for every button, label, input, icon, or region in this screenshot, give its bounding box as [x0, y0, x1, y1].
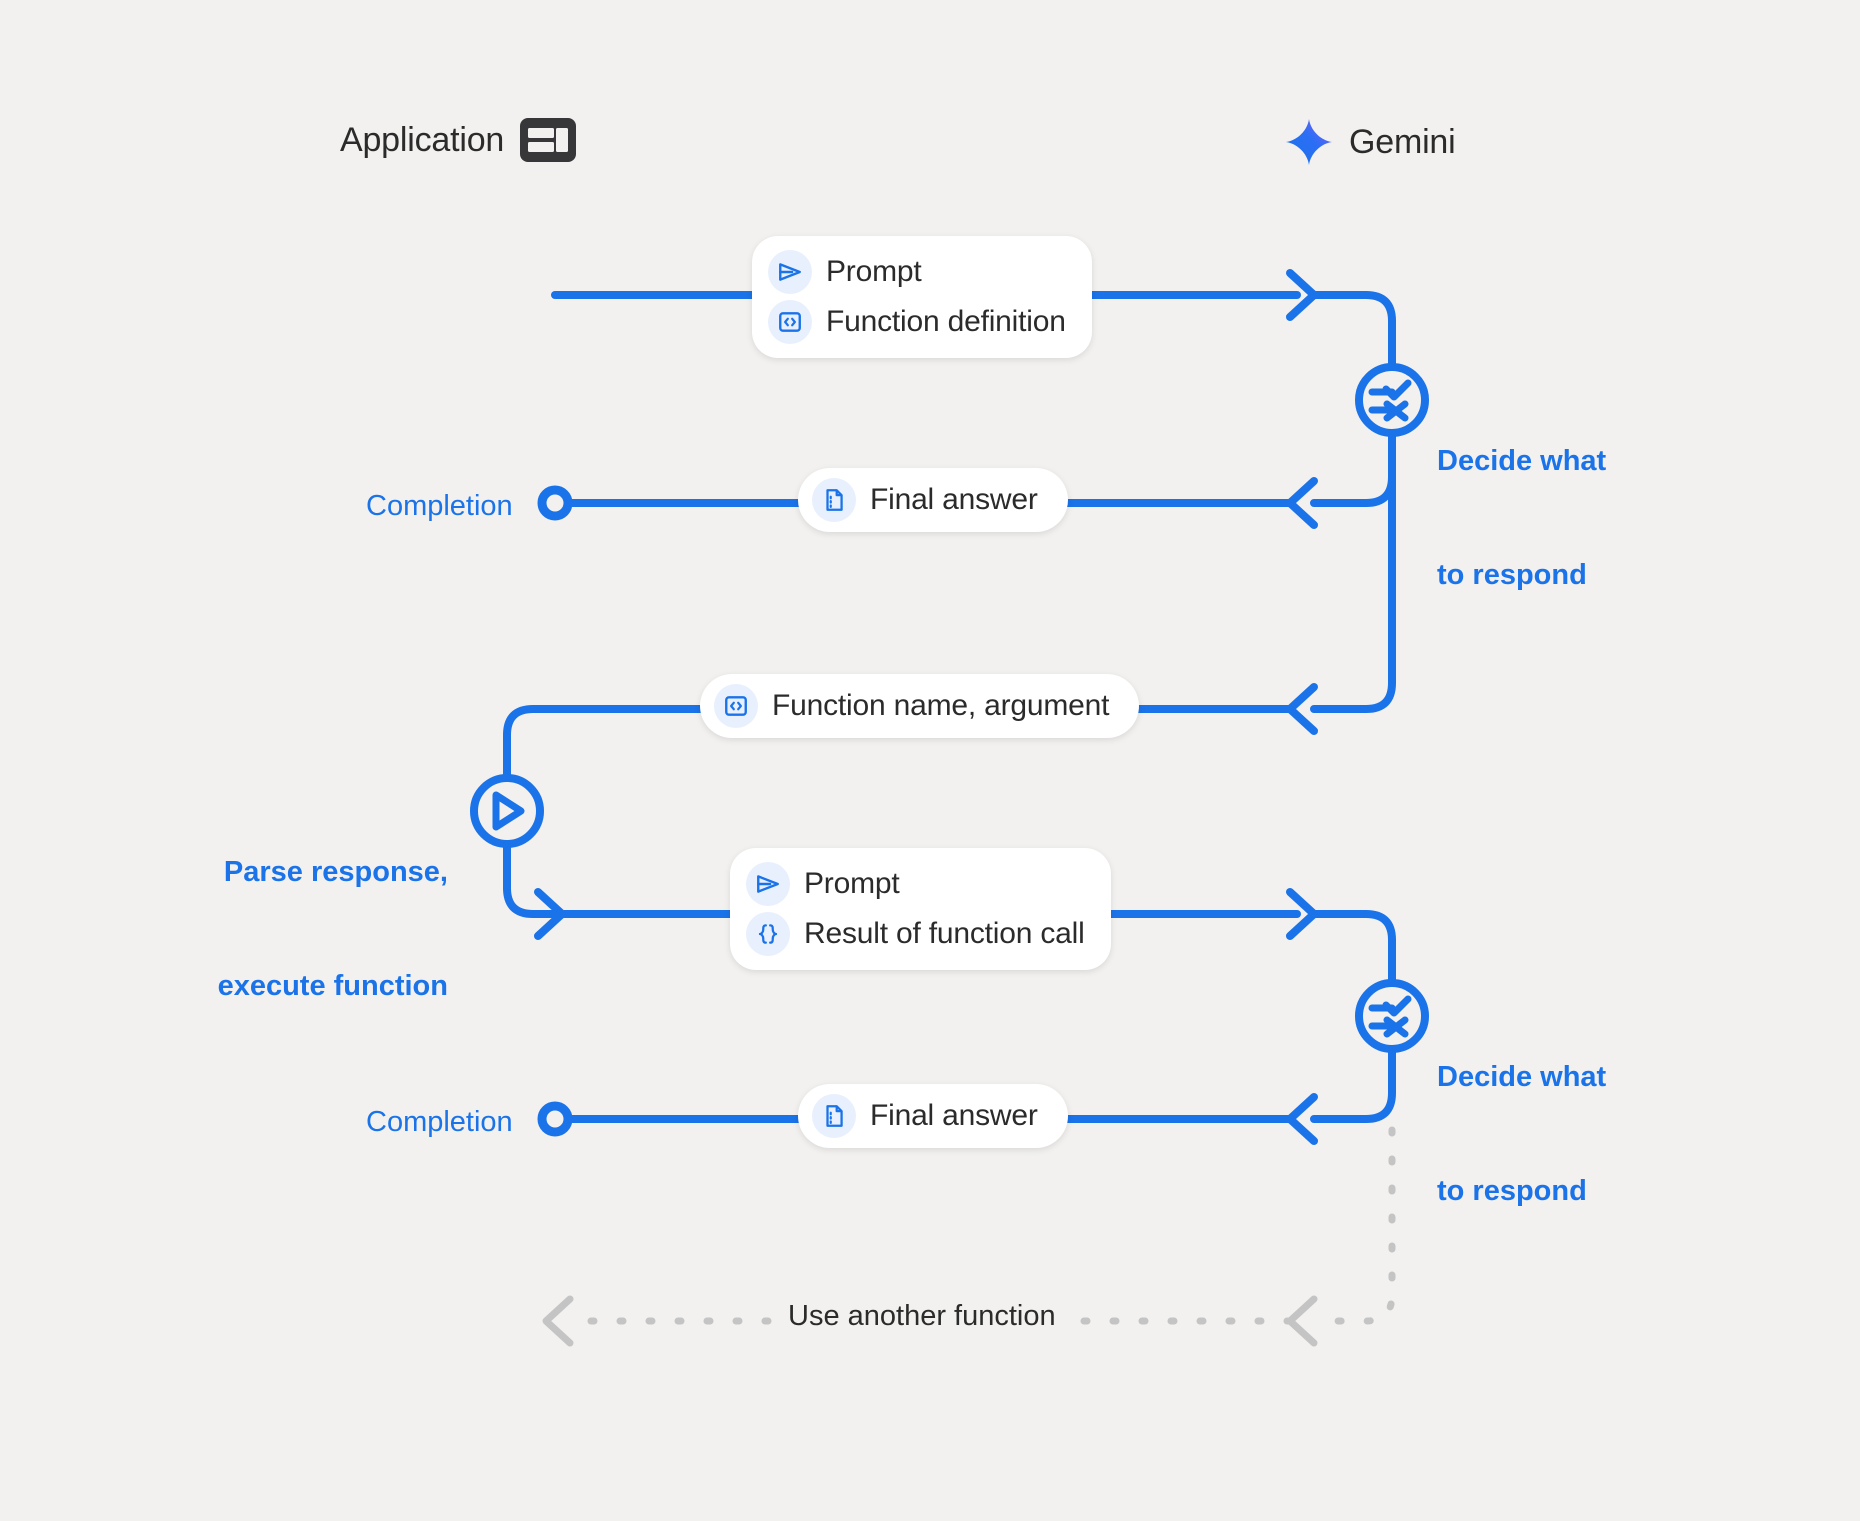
lane-header-application: Application — [340, 118, 577, 162]
lane-label-gemini: Gemini — [1349, 122, 1456, 161]
annotation-decide-2-line1: Decide what — [1437, 1060, 1607, 1093]
bubble-row-label: Final answer — [870, 483, 1038, 516]
bubble-row: Function definition — [768, 300, 1066, 344]
send-icon — [768, 250, 812, 294]
bubble-row: Function name, argument — [714, 684, 1109, 728]
code-brackets-icon — [714, 684, 758, 728]
bubble-row-label: Prompt — [826, 255, 922, 288]
annotation-parse-line2: execute function — [217, 970, 448, 1003]
annotation-completion-1: Completion — [366, 490, 513, 522]
message-bubble-final-answer-2[interactable]: Final answer — [798, 1084, 1068, 1148]
annotation-decide-2: Decide what to respond — [1437, 981, 1606, 1287]
message-bubble-prompt-result-of-function-call[interactable]: Prompt Result of function call — [730, 848, 1111, 970]
bubble-row-label: Function name, argument — [772, 689, 1110, 722]
annotation-decide-1-line1: Decide what — [1437, 444, 1607, 477]
bubble-row: Result of function call — [746, 912, 1085, 956]
bubble-row-label: Function definition — [826, 305, 1066, 338]
lane-header-gemini: Gemini — [1285, 118, 1456, 166]
send-icon — [746, 862, 790, 906]
annotation-parse-execute: Parse response, execute function — [198, 776, 448, 1082]
annotation-decide-1: Decide what to respond — [1437, 365, 1606, 671]
bubble-row: Final answer — [812, 1094, 1038, 1138]
message-bubble-function-name-argument[interactable]: Function name, argument — [700, 674, 1140, 738]
lane-label-application: Application — [340, 120, 505, 159]
bubble-row-label: Prompt — [804, 867, 900, 900]
decide-node-1 — [1355, 363, 1429, 437]
document-icon — [812, 478, 856, 522]
decide-node-2 — [1355, 979, 1429, 1053]
annotation-decide-2-line2: to respond — [1437, 1175, 1587, 1208]
message-bubble-final-answer-1[interactable]: Final answer — [798, 468, 1068, 532]
parse-execute-node — [470, 774, 544, 848]
annotation-completion-2: Completion — [366, 1106, 513, 1138]
bubble-row: Final answer — [812, 478, 1038, 522]
curly-braces-icon — [746, 912, 790, 956]
annotation-loop-label: Use another function — [772, 1300, 1072, 1333]
loop-use-another-function — [566, 1126, 1396, 1325]
gemini-sparkle-icon — [1285, 118, 1333, 166]
document-icon — [812, 1094, 856, 1138]
dashboard-icon — [520, 118, 577, 162]
bubble-row: Prompt — [768, 250, 1066, 294]
annotation-decide-1-line2: to respond — [1437, 559, 1587, 592]
message-bubble-prompt-function-definition[interactable]: Prompt Function definition — [752, 236, 1092, 358]
code-brackets-icon — [768, 300, 812, 344]
bubble-row-label: Final answer — [870, 1099, 1038, 1132]
annotation-parse-line1: Parse response, — [223, 855, 448, 888]
bubble-row-label: Result of function call — [804, 917, 1085, 950]
bubble-row: Prompt — [746, 862, 1085, 906]
